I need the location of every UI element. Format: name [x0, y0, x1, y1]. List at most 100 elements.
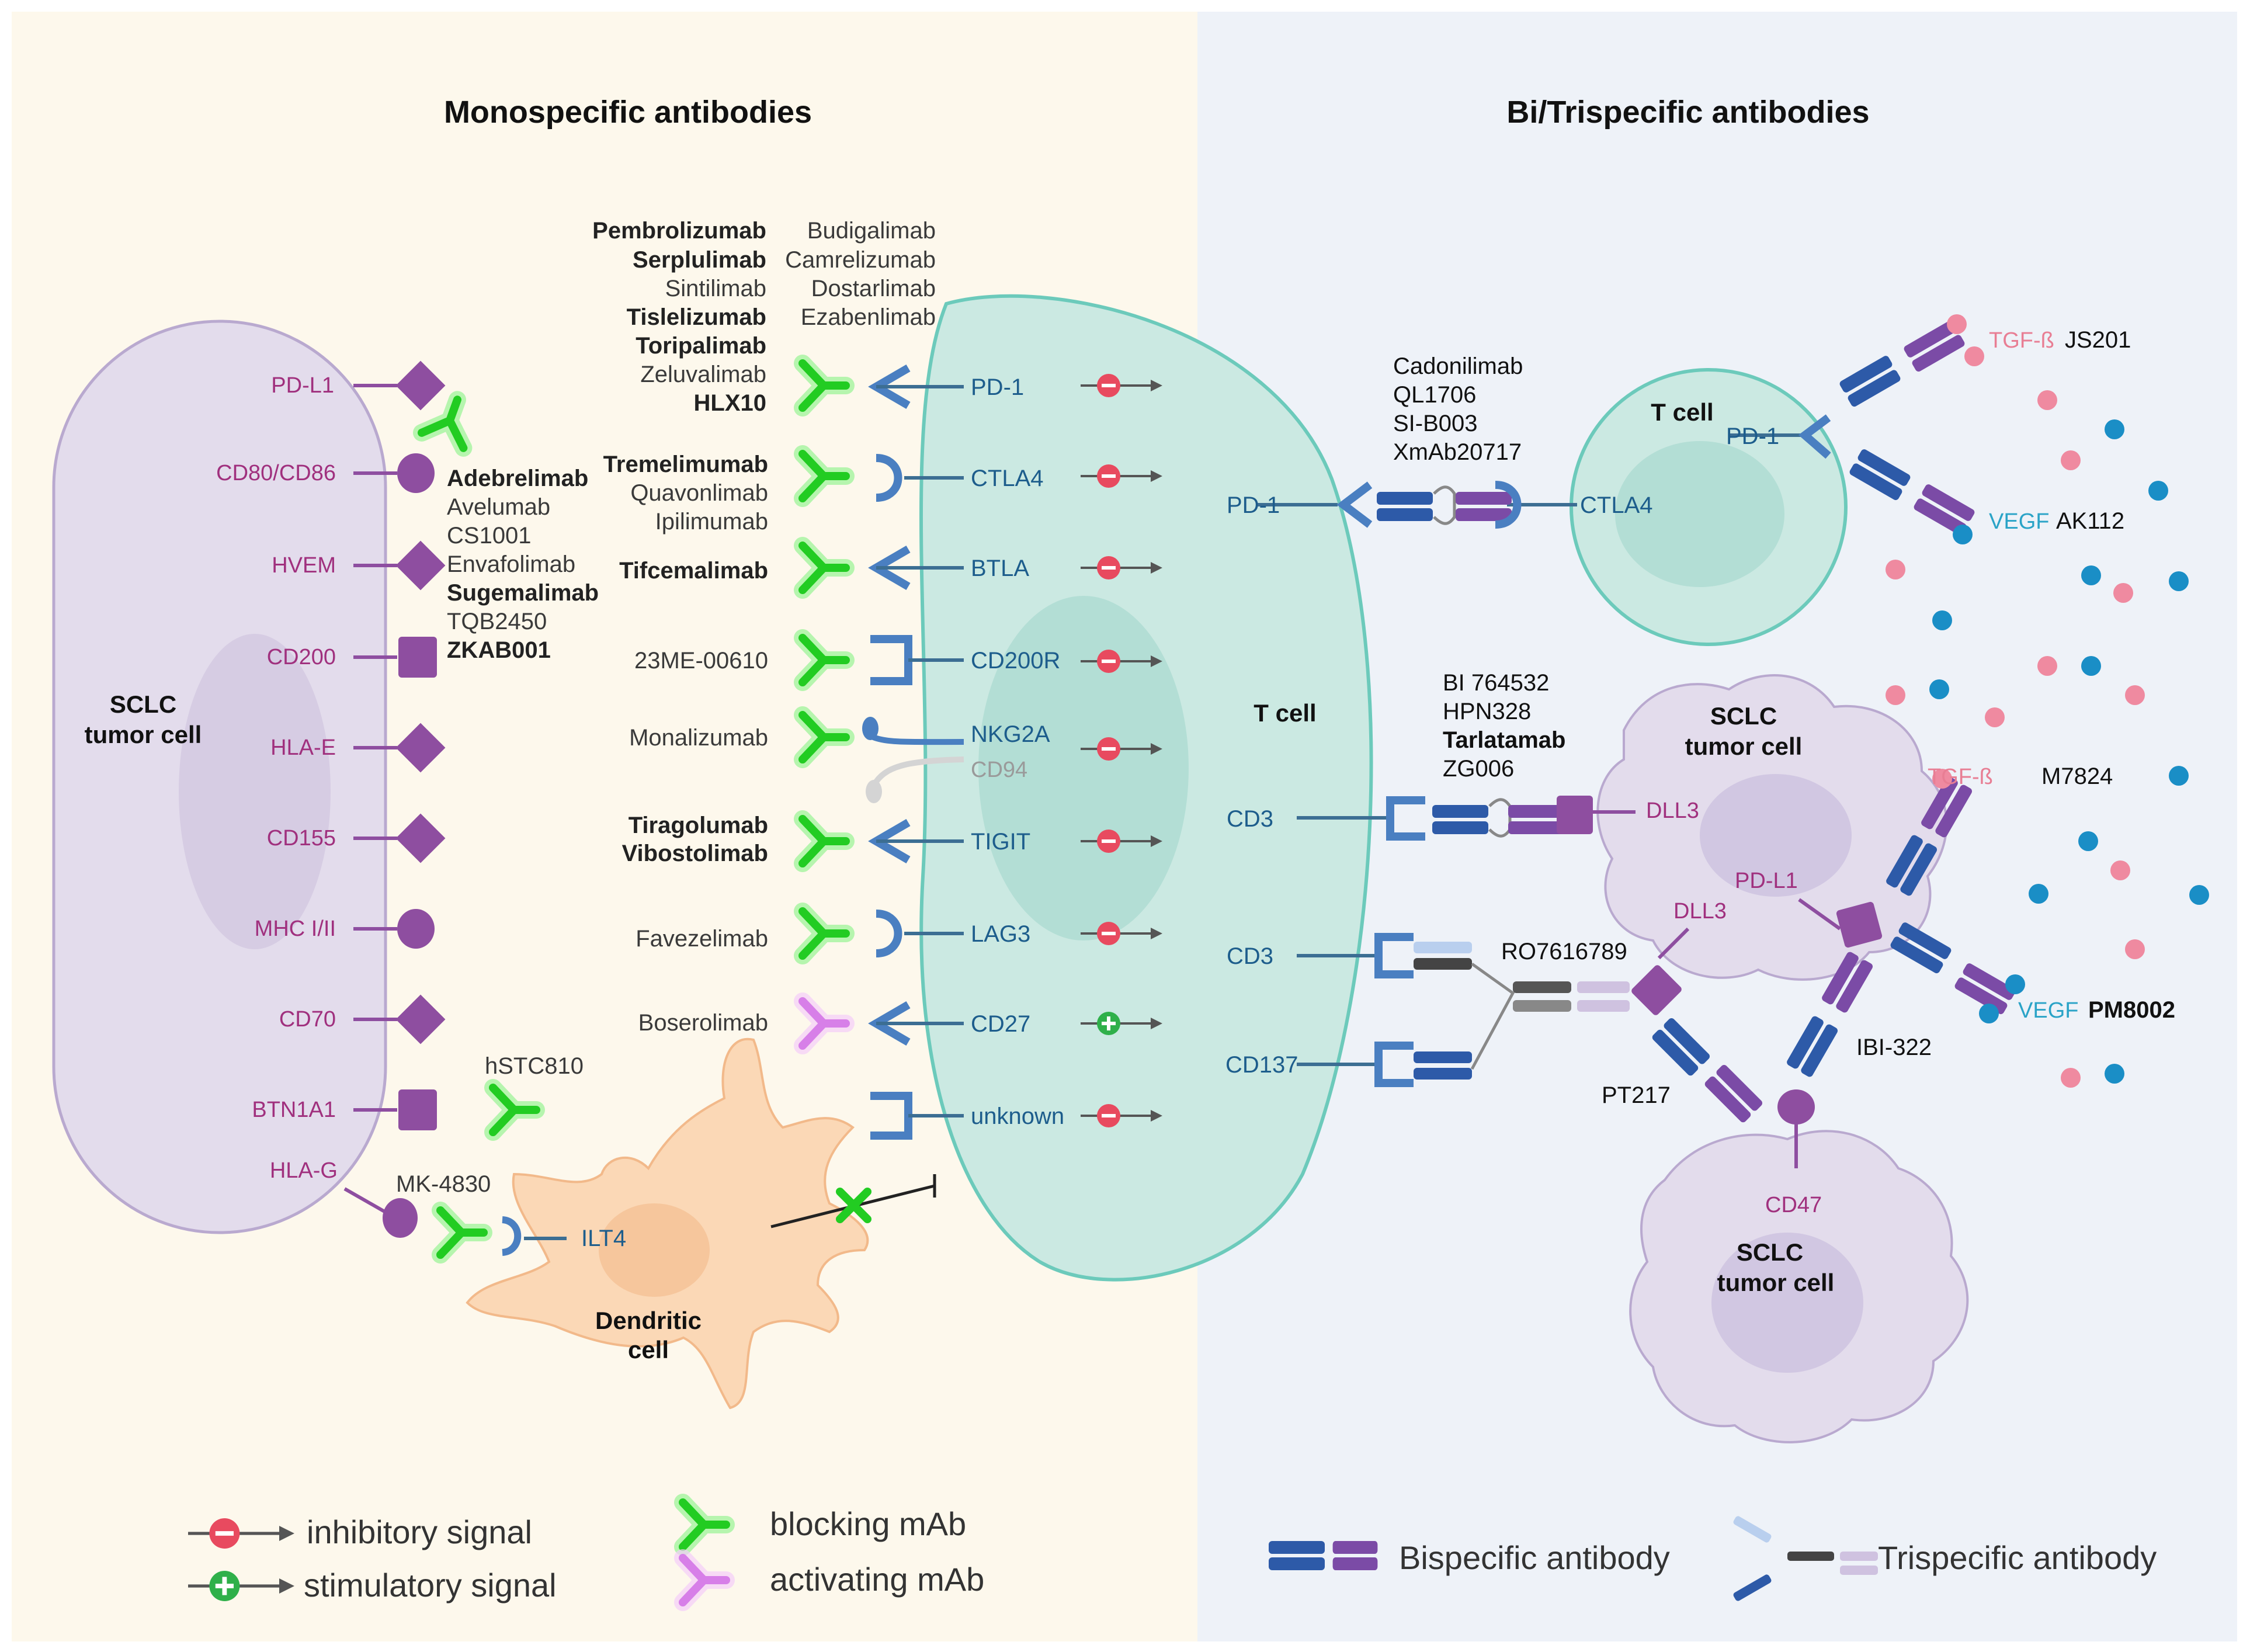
drug-name: ZKAB001 — [447, 637, 551, 663]
receptor-label: unknown — [971, 1103, 1064, 1129]
pdl1-diamond — [395, 360, 446, 411]
drug-name: TQB2450 — [447, 609, 547, 634]
m7824-label: M7824 — [2041, 763, 2113, 789]
sclc-mid-label-1: SCLC — [1710, 702, 1777, 730]
ilt4-label: ILT4 — [581, 1226, 626, 1251]
dll3-label-a: DLL3 — [1646, 799, 1699, 823]
ctla4-label: CTLA4 — [1580, 492, 1653, 518]
receptor-label: LAG3 — [971, 921, 1030, 947]
pdl1-label: PD-L1 — [1735, 869, 1798, 893]
tgf-label-b: TGF-ß — [1928, 765, 1993, 789]
drug-name: Tiragolumab — [629, 813, 768, 838]
legend: inhibitory signal stimulatory signal blo… — [188, 1502, 2157, 1604]
receptor-label: CD200R — [971, 648, 1060, 674]
bsp-drug: QL1706 — [1393, 382, 1476, 408]
drug-name: MK-4830 — [396, 1171, 491, 1197]
blocked-icon — [836, 1188, 871, 1223]
dll3-label-b: DLL3 — [1673, 899, 1727, 924]
drug-name: Adebrelimab — [447, 466, 588, 491]
legend-activating: activating mAb — [683, 1558, 984, 1602]
drug-name: Quavonlimab — [630, 480, 768, 506]
cd200-square — [398, 637, 437, 678]
ak112-label: AK112 — [2056, 508, 2124, 534]
ligand-label: HLA-E — [270, 735, 336, 760]
bsp-drug: Cadonilimab — [1393, 353, 1523, 379]
ligand-labels: PD-L1 CD80/CD86 HVEM CD200 HLA-E CD155 M… — [216, 373, 338, 1183]
other-mono-drugs: Tremelimumab Quavonlimab Ipilimumab Tifc… — [396, 452, 768, 1197]
sclc-left-label-2: tumor cell — [85, 721, 202, 748]
ligand-label: HVEM — [272, 553, 336, 578]
bispecific-tgf-vegf-top — [1798, 319, 1976, 537]
hlag-circle — [383, 1198, 418, 1238]
drug-name: Monalizumab — [629, 725, 768, 751]
legend-trispecific-label: Trispecific antibody — [1878, 1539, 2157, 1576]
js201-label: JS201 — [2065, 327, 2131, 353]
pd1-small-label: PD-1 — [1726, 424, 1779, 449]
receptor-label: CD27 — [971, 1011, 1030, 1037]
drug-name: Avelumab — [447, 494, 550, 520]
legend-bispecific: Bispecific antibody — [1269, 1539, 1670, 1576]
drug-name: Budigalimab — [807, 218, 936, 244]
bsp-drug: BI 764532 — [1443, 670, 1549, 696]
drug-name: Favezelimab — [636, 926, 768, 952]
cd47-label: CD47 — [1765, 1193, 1822, 1217]
drug-name: Sintilimab — [665, 276, 766, 301]
dendritic-label-1: Dendritic — [595, 1307, 702, 1334]
pdl1-drugs: Adebrelimab Avelumab CS1001 Envafolimab … — [447, 466, 599, 663]
pm8002-label: PM8002 — [2088, 997, 2175, 1023]
drug-name: Tifcemalimab — [619, 558, 768, 584]
t-cell-main: T cell — [919, 294, 1373, 1282]
bsp-drug: ZG006 — [1443, 756, 1514, 782]
t-cell-small: T cell — [1570, 368, 1848, 646]
ligand-label: PD-L1 — [271, 373, 334, 398]
mhc-circle — [397, 909, 435, 949]
ligand-label: CD200 — [267, 645, 336, 669]
sclc-mid-label-2: tumor cell — [1685, 733, 1803, 760]
vegf-label-a: VEGF — [1989, 509, 2049, 534]
legend-inhibitory: inhibitory signal — [188, 1514, 532, 1550]
drug-name: HLX10 — [694, 390, 767, 416]
sclc-tumor-cell-left: SCLC tumor cell — [52, 320, 387, 1234]
drug-name: Toripalimab — [636, 333, 766, 359]
drug-name: Zeluvalimab — [640, 362, 766, 387]
trispecific-ro7616789 — [1374, 933, 1682, 1087]
drug-name: Boserolimab — [638, 1010, 768, 1036]
mono-title: Monospecific antibodies — [444, 95, 812, 130]
ligand-label: HLA-G — [270, 1158, 338, 1183]
sclc-left-label-1: SCLC — [110, 690, 176, 718]
btn1a1-square — [398, 1089, 437, 1130]
drug-name: Ipilimumab — [655, 509, 768, 535]
sclc-bottom-label-1: SCLC — [1737, 1238, 1803, 1266]
receptor-label: TIGIT — [971, 829, 1030, 855]
pd1-drugs: Pembrolizumab Serplulimab Sintilimab Tis… — [592, 218, 936, 416]
drug-name: Tremelimumab — [603, 452, 768, 477]
drug-name: CS1001 — [447, 523, 532, 549]
ligand-label: CD80/CD86 — [216, 461, 336, 485]
cd3-label-a: CD3 — [1227, 806, 1273, 832]
t-cell-small-label: T cell — [1651, 398, 1713, 426]
drug-name: Envafolimab — [447, 551, 575, 577]
receptor-label: CTLA4 — [971, 466, 1044, 491]
drug-name: Serplulimab — [633, 247, 766, 273]
legend-stimulatory-label: stimulatory signal — [304, 1567, 557, 1604]
ibi322-label: IBI-322 — [1856, 1035, 1932, 1060]
ligand-label: MHC I/II — [255, 917, 336, 941]
bsp-drug: SI-B003 — [1393, 411, 1478, 436]
hvem-diamond — [395, 540, 446, 591]
bsp-drug: HPN328 — [1443, 699, 1531, 724]
ligand-label: BTN1A1 — [252, 1098, 336, 1122]
drug-name: Camrelizumab — [785, 247, 936, 273]
legend-blocking: blocking mAb — [683, 1502, 966, 1547]
ligand-label: CD155 — [267, 826, 336, 851]
bispecific-cluster-center — [1651, 901, 1883, 1125]
ro7616789-label: RO7616789 — [1501, 939, 1627, 964]
drug-name: Ezabenlimab — [801, 304, 936, 330]
receptor-labels: PD-1 CTLA4 BTLA CD200R NKG2A CD94 TIGIT … — [971, 374, 1064, 1129]
cd80-circle — [397, 453, 435, 493]
receptor-label: BTLA — [971, 556, 1029, 581]
bispecific-cd3-dll3 — [1386, 796, 1593, 841]
sclc-tumor-cell-bottom: SCLC tumor cell — [1629, 1130, 1969, 1443]
ilt4-receptor: ILT4 — [502, 1216, 626, 1256]
dendritic-label-2: cell — [628, 1336, 669, 1363]
